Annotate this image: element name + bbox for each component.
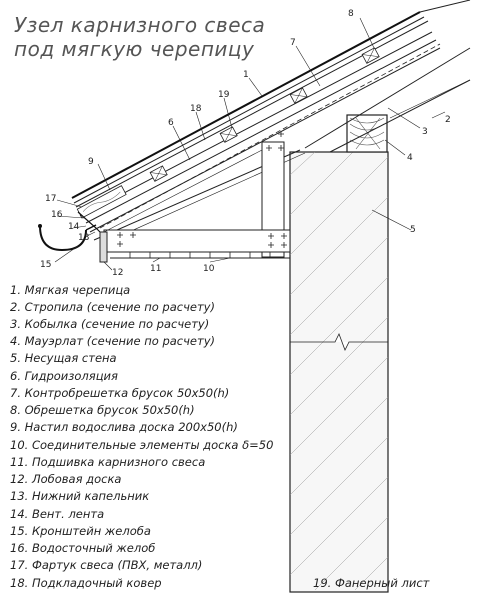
legend-item-13: 13. Нижний капельник	[10, 489, 149, 503]
legend-item-15: 15. Кронштейн желоба	[10, 524, 151, 538]
leader-lines	[54, 17, 446, 271]
roof-layers	[71, 0, 471, 246]
legend-item-14: 14. Вент. лента	[10, 507, 104, 521]
callout-13: 13	[78, 233, 89, 243]
legend-item-5: 5. Несущая стена	[10, 351, 117, 365]
callout-12: 12	[112, 268, 123, 278]
legend-item-19: 19. Фанерный лист	[313, 576, 430, 590]
callout-numbers: 8 7 1 19 18 6 9 2 3 4 5 17 16 14 13 15 1…	[40, 9, 451, 278]
callout-6: 6	[168, 118, 174, 128]
callout-5: 5	[410, 225, 416, 235]
soffit-frame	[99, 131, 291, 263]
title-line-2: под мягкую черепицу	[14, 37, 255, 61]
callout-15: 15	[40, 260, 51, 270]
legend-item-9: 9. Настил водослива доска 200x50(h)	[10, 420, 238, 434]
legend-item-1: 1. Мягкая черепица	[10, 283, 130, 297]
callout-4: 4	[407, 153, 413, 163]
callout-8: 8	[348, 9, 354, 19]
legend-item-12: 12. Лобовая доска	[10, 472, 121, 486]
legend-item-10: 10. Соединительные элементы доска δ=50	[10, 438, 273, 452]
legend-item-6: 6. Гидроизоляция	[10, 369, 118, 383]
legend-item-4: 4. Мауэрлат (сечение по расчету)	[10, 334, 215, 348]
legend-item-11: 11. Подшивка карнизного свеса	[10, 455, 205, 469]
callout-3: 3	[422, 127, 428, 137]
callout-11: 11	[150, 264, 161, 274]
callout-14: 14	[68, 222, 80, 232]
callout-17: 17	[45, 194, 56, 204]
load-bearing-wall	[289, 151, 389, 593]
callout-18: 18	[190, 104, 202, 114]
legend: 1. Мягкая черепица 2. Стропила (сечение …	[10, 283, 430, 590]
callout-1: 1	[243, 70, 249, 80]
callout-7: 7	[290, 38, 296, 48]
gutter	[38, 211, 101, 252]
callout-9: 9	[88, 157, 94, 167]
title-line-1: Узел карнизного свеса	[14, 13, 265, 37]
legend-item-8: 8. Обрешетка брусок 50x50(h)	[10, 403, 195, 417]
legend-item-7: 7. Контробрешетка брусок 50x50(h)	[10, 386, 229, 400]
callout-16: 16	[51, 210, 63, 220]
callout-2: 2	[445, 115, 451, 125]
legend-item-18: 18. Подкладочный ковер	[10, 576, 162, 590]
legend-item-17: 17. Фартук свеса (ПВХ, металл)	[10, 558, 202, 572]
legend-item-16: 16. Водосточный желоб	[10, 541, 155, 555]
legend-item-3: 3. Кобылка (сечение по расчету)	[10, 317, 209, 331]
rafter	[304, 47, 471, 153]
callout-10: 10	[203, 264, 215, 274]
legend-item-2: 2. Стропила (сечение по расчету)	[10, 300, 215, 314]
callout-19: 19	[218, 90, 230, 100]
